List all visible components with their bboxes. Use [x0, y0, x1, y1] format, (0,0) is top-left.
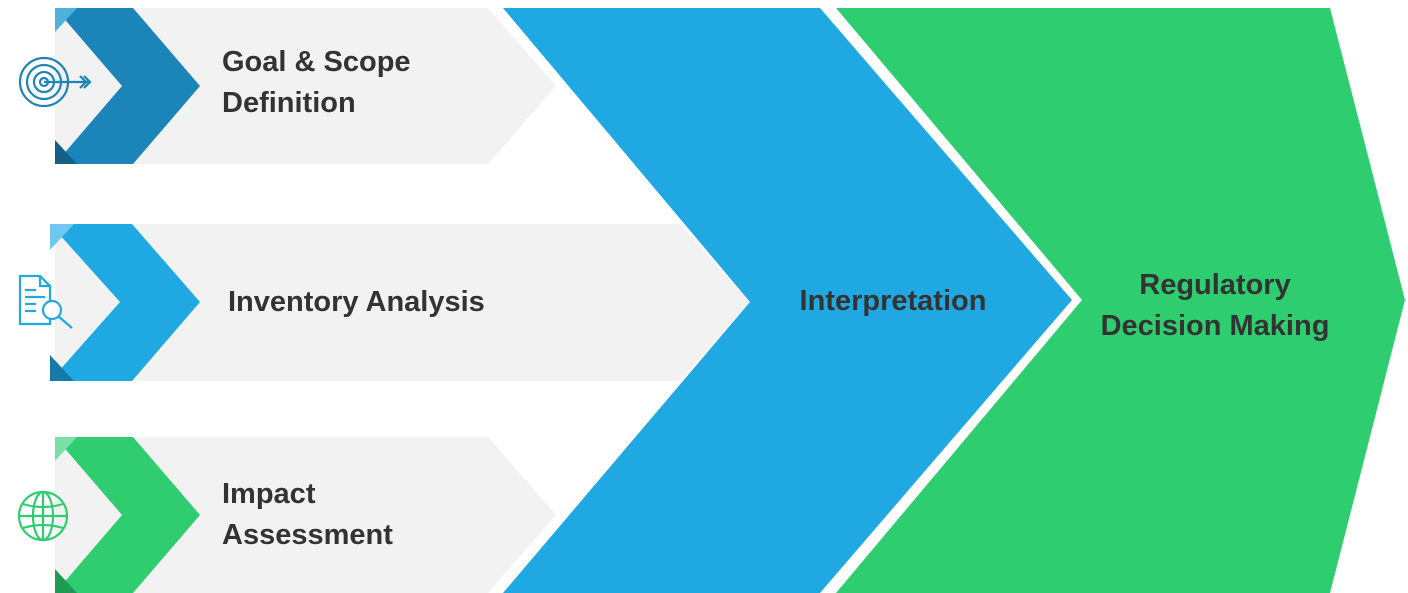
step-panel-impact — [55, 437, 556, 593]
interpretation-label-text: Interpretation — [799, 285, 987, 317]
step-chevron-inventory — [50, 224, 200, 381]
document-search-icon — [18, 274, 73, 329]
step-label-goal-scope: Goal & Scope Definition — [222, 42, 411, 124]
step-label-inventory-line1: Inventory Analysis — [228, 286, 485, 318]
step-chevron-impact — [55, 437, 200, 593]
step-label-impact-line2: Assessment — [222, 519, 393, 551]
step-chevron-goal-scope — [55, 8, 200, 164]
step-panel-goal-scope — [55, 8, 556, 164]
decision-label-line1: Regulatory — [1139, 269, 1291, 301]
target-icon — [18, 56, 92, 108]
interpretation-label: Interpretation — [768, 281, 1018, 322]
step-label-inventory: Inventory Analysis — [228, 282, 485, 323]
interpretation-chevron — [503, 8, 1072, 593]
step-panel-inventory — [55, 224, 750, 381]
step-label-goal-scope-line2: Definition — [222, 87, 356, 119]
decision-label: Regulatory Decision Making — [1075, 265, 1355, 347]
decision-chevron — [836, 8, 1405, 593]
decision-label-line2: Decision Making — [1100, 310, 1330, 342]
globe-icon — [17, 490, 69, 542]
step-label-goal-scope-line1: Goal & Scope — [222, 46, 411, 78]
step-label-impact-line1: Impact — [222, 478, 316, 510]
step-label-impact: Impact Assessment — [222, 474, 393, 556]
